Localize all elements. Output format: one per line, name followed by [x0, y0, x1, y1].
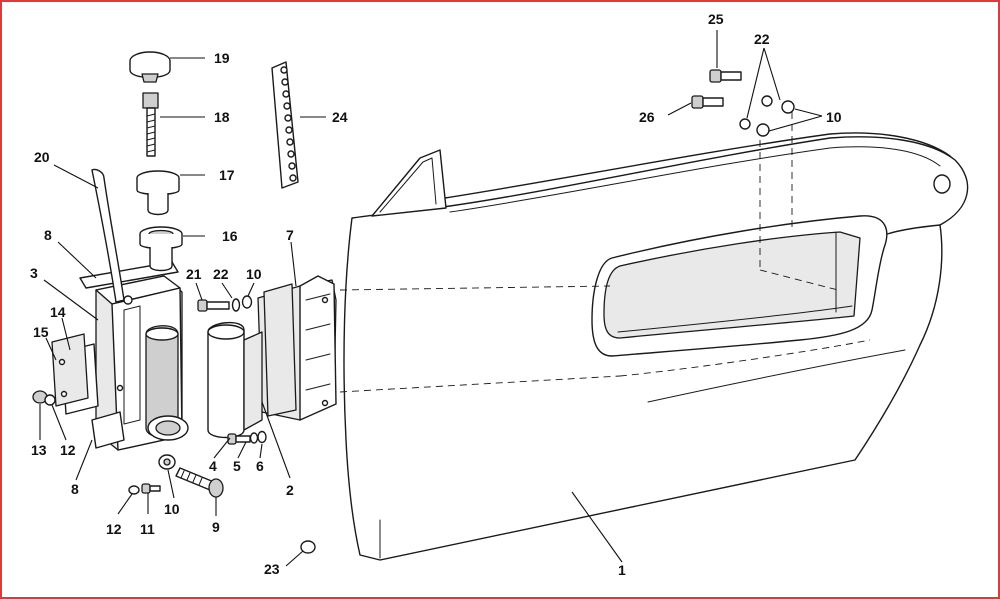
callout-22-top: 22	[754, 31, 770, 47]
callout-26: 26	[639, 109, 655, 125]
bush-upper	[136, 170, 180, 216]
callout-3: 3	[30, 265, 38, 281]
callout-9: 9	[212, 519, 220, 535]
leader-lines	[39, 30, 823, 567]
callout-12-lower: 12	[106, 521, 122, 537]
bush-lower	[139, 226, 183, 272]
callout-17: 17	[219, 167, 235, 183]
callout-8-upper: 8	[44, 227, 52, 243]
top-screws	[691, 69, 795, 137]
cap	[129, 51, 171, 83]
callout-19: 19	[214, 50, 230, 66]
callout-2: 2	[286, 482, 294, 498]
callout-23: 23	[264, 561, 280, 577]
plug	[300, 540, 316, 554]
callout-15: 15	[33, 324, 49, 340]
screw-assembly-upper	[197, 295, 253, 312]
door-panel	[339, 112, 969, 561]
callout-14: 14	[50, 304, 66, 320]
callout-6: 6	[256, 458, 264, 474]
callout-16: 16	[222, 228, 238, 244]
callout-25: 25	[708, 11, 724, 27]
hinge-half-door-side	[207, 275, 337, 439]
check-strap	[91, 168, 125, 303]
callout-8-lower: 8	[71, 481, 79, 497]
small-screw	[128, 483, 161, 495]
screw-assembly-lower	[227, 430, 267, 445]
hinge-bolt	[142, 92, 159, 157]
washer-lower-hole	[163, 458, 171, 466]
callout-1: 1	[618, 562, 626, 578]
callout-7: 7	[286, 227, 294, 243]
callout-21: 21	[186, 266, 202, 282]
callout-13: 13	[31, 442, 47, 458]
callout-5: 5	[233, 458, 241, 474]
callout-24: 24	[332, 109, 348, 125]
shim-strip	[271, 61, 299, 189]
nut-and-washer	[32, 390, 56, 406]
callout-18: 18	[214, 109, 230, 125]
callout-4: 4	[209, 458, 217, 474]
callout-20: 20	[34, 149, 50, 165]
callout-10-upper: 10	[246, 266, 262, 282]
callout-11: 11	[140, 521, 155, 537]
mounting-plates	[51, 333, 99, 415]
callout-12-left: 12	[60, 442, 76, 458]
callout-labels: 1 2 3 4 5 6 7 8 8 9 10 10 10 11 12 12 13…	[30, 11, 842, 578]
callout-10-top: 10	[826, 109, 842, 125]
callout-10-lower: 10	[164, 501, 180, 517]
callout-22-left: 22	[213, 266, 229, 282]
